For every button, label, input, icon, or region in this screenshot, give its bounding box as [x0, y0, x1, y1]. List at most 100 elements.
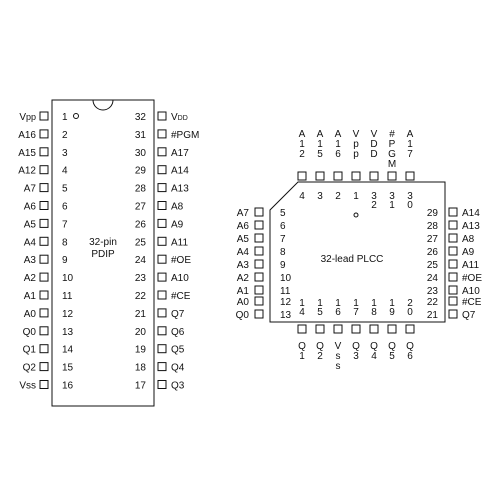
pdip-pin-number: 13: [62, 327, 74, 338]
plcc-right-pins: A1429A1328A827A926A1125#OE24A1023#CE22Q7…: [427, 207, 482, 321]
svg-text:D: D: [370, 139, 377, 150]
pdip-pin-pad: [39, 236, 49, 246]
pdip-pin-number: 25: [135, 237, 147, 248]
svg-text:6: 6: [335, 307, 341, 318]
svg-text:1: 1: [407, 139, 413, 150]
svg-text:1: 1: [317, 139, 323, 150]
pdip-pin-label: A17: [171, 148, 189, 159]
plcc-pin-label: A7: [237, 208, 250, 219]
pdip-pin-label: A11: [171, 237, 188, 248]
svg-text:3: 3: [389, 191, 395, 202]
plcc-pin-label: A1: [237, 286, 250, 297]
pdip-pin-number: 29: [135, 166, 147, 177]
plcc-bottom-pin-label: Vss: [335, 341, 342, 372]
pdip-pin-pad: [157, 308, 167, 318]
pdip-pin-pad: [39, 308, 49, 318]
plcc-pin-pad: [297, 324, 307, 334]
pdip-pin-label: A15: [18, 148, 36, 159]
pdip-pin-label: Q0: [23, 327, 37, 338]
pdip-pin-label: Q7: [171, 309, 185, 320]
svg-text:4: 4: [299, 307, 305, 318]
plcc-pin-label: A9: [462, 247, 475, 258]
plcc-pin-pad: [254, 259, 264, 269]
pdip-pin-number: 11: [62, 291, 73, 302]
svg-text:P: P: [389, 139, 396, 150]
plcc-pin-number: 26: [427, 247, 439, 258]
svg-text:5: 5: [389, 351, 395, 362]
pdip-pin-number: 20: [135, 327, 147, 338]
pdip-pin-number: 12: [62, 309, 74, 320]
svg-text:A: A: [335, 129, 342, 140]
pdip-pin-pad: [157, 147, 167, 157]
svg-text:Q: Q: [370, 341, 378, 352]
plcc-bottom-pin-number: 17: [353, 298, 359, 318]
pdip-pin-label: Vss: [19, 381, 36, 392]
pdip-pin-pad: [39, 362, 49, 372]
pdip-pin-number: 17: [135, 381, 147, 392]
svg-text:2: 2: [371, 200, 377, 211]
plcc-pin-pad: [315, 324, 325, 334]
plcc-bottom-pin-number: 16: [335, 298, 341, 318]
svg-text:A: A: [299, 129, 306, 140]
pdip-pin-label: A5: [24, 219, 37, 230]
pdip-pin-pad: [157, 290, 167, 300]
plcc-pin-pad: [405, 171, 415, 181]
svg-text:A: A: [407, 129, 414, 140]
pdip-pin-label: Q4: [171, 363, 185, 374]
plcc-top-pin-number: 2: [335, 191, 341, 202]
pdip-pin-number: 23: [135, 273, 147, 284]
plcc-package: 32-lead PLCC A124A153A162Vpp1VDD32#PGM31…: [236, 129, 483, 372]
pdip-pin-number: 22: [135, 291, 147, 302]
svg-text:1: 1: [389, 200, 395, 211]
plcc-pin-label: A6: [237, 221, 250, 232]
plcc-pin-label: Q7: [462, 310, 476, 321]
pdip-pin-pad: [39, 272, 49, 282]
pdip-pin-pad: [39, 326, 49, 336]
svg-text:3: 3: [407, 191, 413, 202]
svg-text:Q: Q: [406, 341, 414, 352]
pdip-notch: [92, 99, 114, 111]
pdip-pin-label: Vpp: [19, 112, 36, 123]
plcc-pin-number: 7: [280, 234, 286, 245]
pdip-pin-label: #OE: [171, 255, 191, 266]
pdip-pin-label: A13: [171, 184, 189, 195]
pdip-pin-number: 5: [62, 184, 68, 195]
pdip-pin-label: A0: [24, 309, 37, 320]
pdip-pin-label: A7: [24, 184, 37, 195]
plcc-top-pin-label: #PGM: [388, 129, 396, 170]
pdip-pin-number: 8: [62, 237, 68, 248]
pdip-pin-pad: [157, 218, 167, 228]
svg-text:1: 1: [299, 351, 305, 362]
plcc-pin-number: 27: [427, 234, 439, 245]
svg-text:3: 3: [317, 191, 323, 202]
svg-text:2: 2: [299, 149, 305, 160]
svg-text:1: 1: [371, 298, 377, 309]
plcc-bottom-pin-label: Q1: [298, 341, 306, 362]
plcc-pin1-dot: [353, 212, 359, 218]
pdip-pin-pad: [157, 183, 167, 193]
svg-text:2: 2: [317, 351, 323, 362]
pdip-pin-number: 32: [135, 112, 147, 123]
pdip-pin-pad: [157, 362, 167, 372]
pdip-pin-number: 28: [135, 184, 147, 195]
pdip-pin-number: 1: [62, 112, 68, 123]
svg-text:Q: Q: [388, 341, 396, 352]
pdip-pin-label: A8: [171, 202, 184, 213]
plcc-bottom-pin-number: 15: [317, 298, 323, 318]
pdip-pin-label: Q5: [171, 345, 185, 356]
pdip-pin-label: A1: [24, 291, 37, 302]
svg-text:0: 0: [407, 307, 413, 318]
pdip-pin-pad: [39, 344, 49, 354]
svg-text:3: 3: [371, 191, 377, 202]
plcc-top-pin-label: A15: [317, 129, 324, 160]
plcc-pin-pad: [369, 171, 379, 181]
plcc-body: [269, 181, 446, 323]
svg-text:V: V: [371, 129, 378, 140]
plcc-pin-label: #OE: [462, 273, 482, 284]
plcc-bottom-pin-number: 18: [371, 298, 377, 318]
svg-text:Q: Q: [298, 341, 306, 352]
svg-text:1: 1: [335, 298, 341, 309]
